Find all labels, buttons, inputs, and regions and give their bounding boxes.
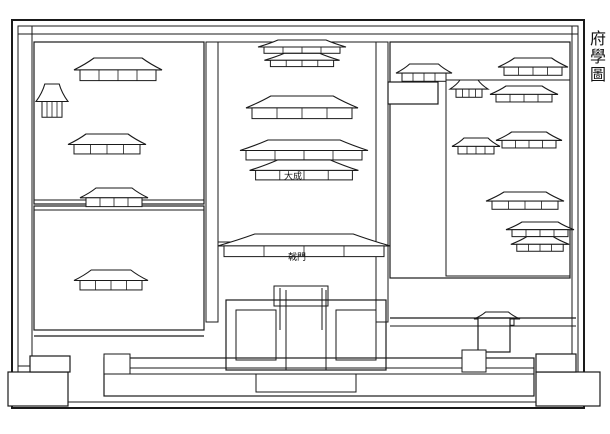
gate-label: 戟門: [288, 253, 307, 263]
ji-gate: [217, 233, 391, 258]
gatehouse-lower: [461, 349, 487, 373]
right-hall-5: [495, 131, 563, 149]
upper-hall: [245, 95, 359, 120]
right-wall: [571, 25, 579, 377]
right-inner-court: [445, 79, 571, 277]
right-hall-4: [451, 137, 501, 155]
right-gate-tower: [387, 81, 439, 105]
gatehouse-right: [477, 317, 511, 353]
main-hall-label: 大成: [284, 172, 303, 182]
left-side-hall: [34, 83, 70, 118]
central-wall-right: [375, 41, 389, 323]
left-hall-2: [67, 133, 147, 155]
lower-wall: [103, 357, 535, 397]
left-archway: [7, 355, 71, 407]
main-hall-dacheng: [239, 139, 369, 181]
right-hall-1: [448, 79, 490, 98]
left-hall-4: [73, 269, 149, 291]
left-compound-lower: [33, 205, 205, 331]
right-gate-pavilion: [395, 63, 453, 82]
central-wall-left: [205, 41, 219, 323]
top-wall: [17, 25, 579, 35]
forecourt: [225, 285, 387, 371]
left-hall-1: [73, 57, 163, 82]
outer-border: [11, 19, 585, 409]
right-archway: [535, 353, 601, 407]
right-hall-7: [505, 221, 575, 252]
left-wall: [17, 25, 33, 367]
gatehouse-left-lower: [103, 353, 131, 375]
right-hall-3: [489, 85, 559, 103]
left-hall-3: [79, 187, 149, 208]
right-hall-6: [485, 191, 565, 210]
map-title: 府學圖: [587, 30, 606, 84]
right-hall-2: [497, 57, 569, 76]
pavilion-top: [257, 39, 347, 68]
